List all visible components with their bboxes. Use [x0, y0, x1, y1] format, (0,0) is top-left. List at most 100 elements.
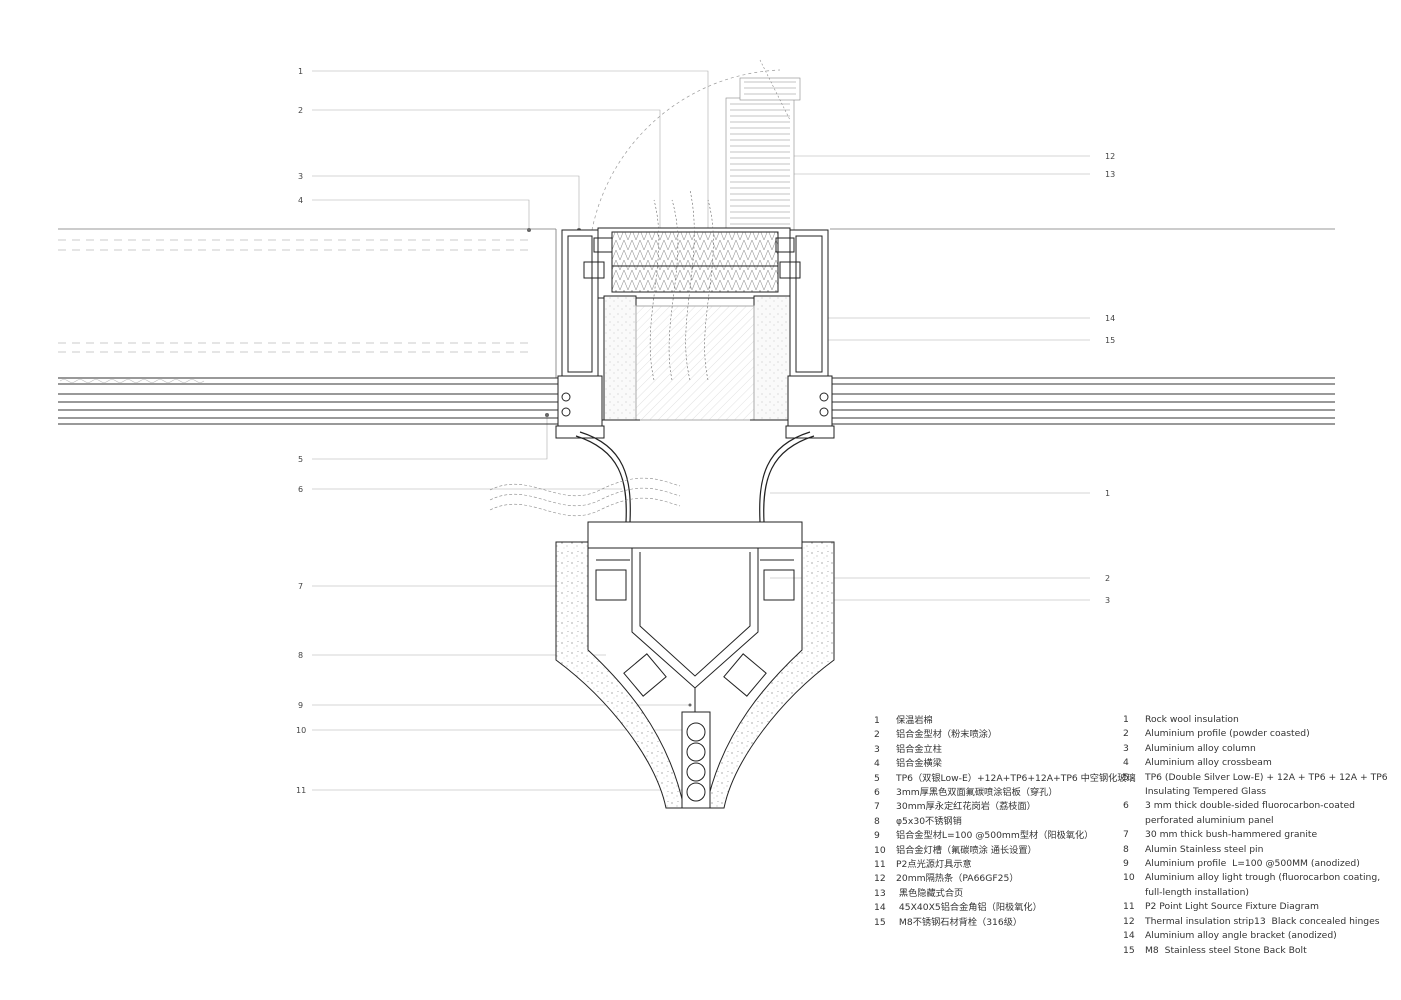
legend-item-number [1123, 785, 1145, 799]
legend-item-number: 8 [1123, 843, 1129, 855]
legend-item-number: 15 [874, 916, 886, 928]
legend-item: 12 20mm隔热条（PA66GF25） [874, 872, 1136, 886]
legend-item-text: Alumin Stainless steel pin [1145, 843, 1264, 855]
legend-item-number: 13 [874, 887, 886, 899]
legend-item-text: P2点光源灯具示意 [896, 859, 972, 871]
flow-lines-left [489, 477, 681, 516]
legend-item-number: 9 [874, 830, 880, 842]
legend-item-number: 5 [1123, 771, 1129, 783]
legend-item-number: 6 [1123, 800, 1129, 812]
legend-item-text: Aluminium profile (powder coasted) [1145, 728, 1310, 740]
legend-item-text: 30mm厚永定红花岗岩（荔枝面） [896, 801, 1036, 813]
callout-left-8: 8 [298, 651, 303, 660]
legend-item: Insulating Tempered Glass [1123, 785, 1388, 799]
legend-item-text: 铝合金立柱 [896, 743, 942, 755]
legend-item-number: 11 [874, 859, 886, 871]
legend-item-number: 12 [1123, 915, 1135, 927]
legend-item-text: Insulating Tempered Glass [1145, 786, 1267, 798]
legend-item-text: perforated aluminium panel [1145, 814, 1274, 826]
legend-item: 9 Aluminium profile L=100 @500MM (anodize… [1123, 857, 1388, 871]
callout-left-6: 6 [298, 485, 303, 494]
legend-item-number: 8 [874, 815, 880, 827]
callout-left-9: 9 [298, 701, 303, 710]
opened-panel-elevation [725, 59, 801, 231]
legend-item-number: 1 [1123, 714, 1129, 725]
callout-left-11: 11 [296, 786, 306, 795]
legend-item: 13 黑色隐藏式合页 [874, 887, 1136, 901]
legend-item: 1 Rock wool insulation [1123, 713, 1388, 727]
legend-item-number [1123, 814, 1145, 828]
legend-item: 6 3mm厚黑色双面氟碳喷涂铝板（穿孔） [874, 786, 1136, 800]
legend-item-text: Aluminium alloy light trough (fluorocarb… [1145, 872, 1381, 884]
legend-item-text: 20mm隔热条（PA66GF25） [896, 873, 1019, 885]
legend-item: 7 30mm厚永定红花岗岩（荔枝面） [874, 800, 1136, 814]
legend-item-number: 4 [874, 758, 880, 770]
callout-right-15: 15 [1105, 336, 1115, 345]
callout-right-1: 1 [1105, 489, 1110, 498]
callout-left-5: 5 [298, 455, 303, 464]
glazing-right [828, 377, 1335, 425]
legend-item-number: 5 [874, 772, 880, 784]
curved-panels [575, 431, 815, 523]
callout-left-1: 1 [298, 67, 303, 76]
glazing-clamps [555, 375, 835, 439]
legend-item-text: Aluminium alloy angle bracket (anodized) [1145, 930, 1337, 942]
legend-item-text: 45X40X5铝合金角铝（阳极氧化） [896, 902, 1042, 914]
legend-item-number: 7 [874, 801, 880, 813]
legend-item-text: Thermal insulation strip13 Black conceal… [1145, 915, 1380, 927]
legend-item-text: P2 Point Light Source Fixture Diagram [1145, 901, 1319, 913]
door-swing-arc [591, 69, 781, 231]
legend-item-text: 铝合金型材（粉末喷涂） [896, 729, 998, 741]
legend-item-number: 2 [874, 729, 880, 741]
legend-item-number: 11 [1123, 901, 1135, 913]
legend-item-number: 15 [1123, 944, 1135, 956]
legend-item-text: TP6（双银Low-E）+12A+TP6+12A+TP6 中空钢化玻璃 [896, 772, 1136, 784]
legend-item-text: 30 mm thick bush-hammered granite [1145, 829, 1318, 841]
glazing-left [58, 377, 560, 425]
callout-left-2: 2 [298, 106, 303, 115]
legend-item-text: TP6 (Double Silver Low-E) + 12A + TP6 + … [1145, 771, 1388, 783]
legend-item-number: 3 [874, 743, 880, 755]
legend-item: 3 铝合金立柱 [874, 743, 1136, 757]
legend-item-text: full-length installation) [1145, 886, 1249, 898]
callout-left-3: 3 [298, 172, 303, 181]
legend-item-text: 铝合金灯槽（氟碳喷涂 通长设置） [896, 844, 1037, 856]
legend-item: 12 Thermal insulation strip13 Black conce… [1123, 915, 1388, 929]
legend-item-number: 12 [874, 873, 886, 885]
legend-item: 8 Alumin Stainless steel pin [1123, 843, 1388, 857]
legend-item-number: 6 [874, 787, 880, 799]
callout-left-10: 10 [296, 726, 306, 735]
callout-left-7: 7 [298, 582, 303, 591]
legend-item-text: Aluminium alloy column [1145, 742, 1256, 754]
legend-item-text: 3mm厚黑色双面氟碳喷涂铝板（穿孔） [896, 787, 1058, 799]
legend-item: 2 Aluminium profile (powder coasted) [1123, 727, 1388, 741]
legend-item-number: 9 [1123, 858, 1129, 870]
legend-item-number: 14 [874, 902, 886, 914]
callout-numbers-left: 1 2 3 4 5 6 7 8 9 10 11 [296, 67, 306, 795]
callout-numbers-right: 12 13 14 15 1 2 3 [1105, 152, 1115, 605]
legend-item-number: 10 [1123, 872, 1135, 884]
legend-item: 11 P2点光源灯具示意 [874, 858, 1136, 872]
callout-right-3: 3 [1105, 596, 1110, 605]
leader-lines-right [770, 155, 1090, 601]
callout-left-4: 4 [298, 196, 303, 205]
legend-item: 2 铝合金型材（粉末喷涂） [874, 728, 1136, 742]
legend-item-text: Aluminium profile L=100 @500MM (anodized… [1145, 858, 1360, 870]
air-flow-arrows [649, 189, 714, 381]
legend-item-number: 2 [1123, 728, 1129, 740]
legend-item-text: Rock wool insulation [1145, 714, 1239, 725]
legend-item-number: 1 [874, 715, 880, 726]
callout-right-14: 14 [1105, 314, 1115, 323]
legend-item: 15 M8不锈钢石材背栓（316级） [874, 916, 1136, 930]
